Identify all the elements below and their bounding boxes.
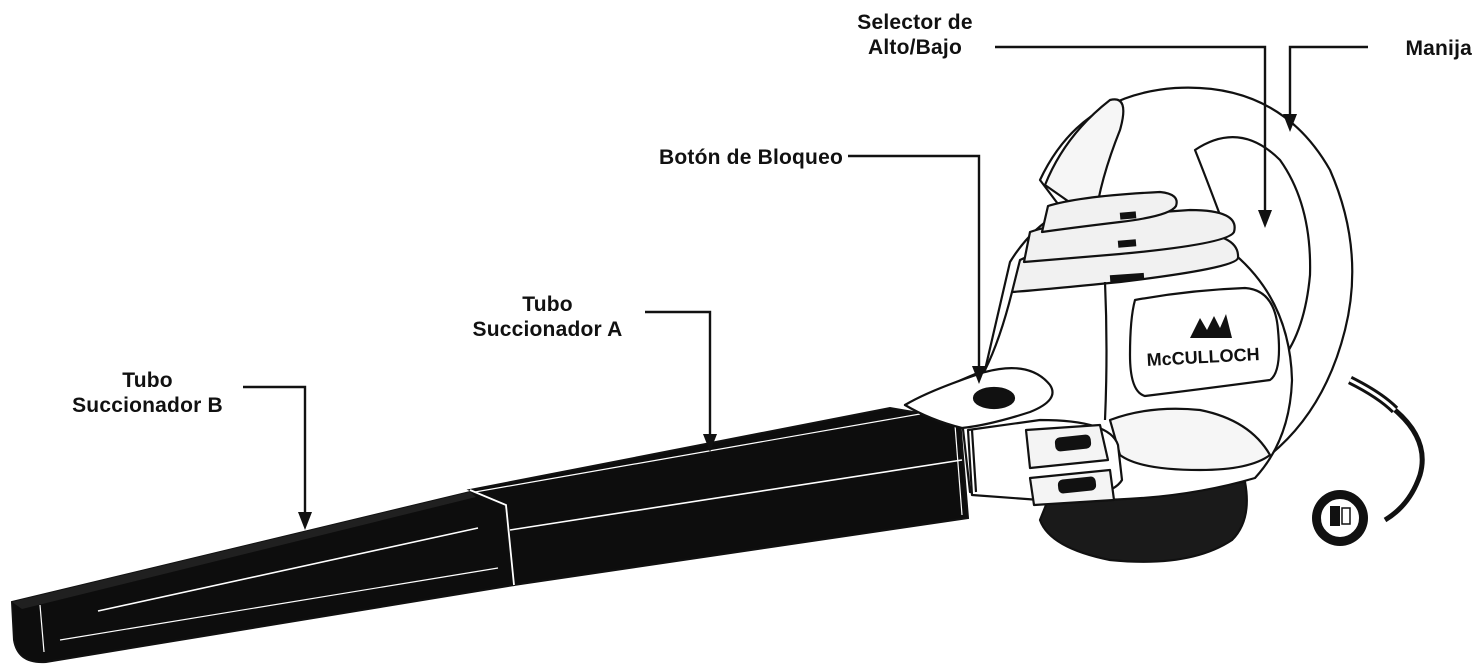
label-selector-alto-bajo: Selector de Alto/Bajo (840, 10, 990, 60)
label-tubo-a-line2: Succionador A (472, 318, 623, 341)
label-boton-bloqueo: Botón de Bloqueo (633, 145, 843, 170)
label-selector-line1: Selector de (857, 11, 973, 34)
label-tubo-a-line1: Tubo (522, 293, 573, 316)
callout-tubo-a (645, 310, 717, 452)
callout-manija (1283, 45, 1368, 132)
label-manija: Manija (1372, 36, 1472, 61)
suction-tube-a (466, 406, 970, 587)
label-selector-line2: Alto/Bajo (868, 36, 962, 59)
blower-body (903, 86, 1354, 563)
power-plug (1312, 490, 1368, 546)
label-boton-bloqueo-text: Botón de Bloqueo (658, 146, 843, 169)
label-tubo-succionador-b: Tubo Succionador B (55, 368, 240, 418)
callout-boton-bloqueo (848, 154, 986, 384)
label-manija-text: Manija (1405, 37, 1472, 60)
label-tubo-b-line1: Tubo (122, 369, 173, 392)
power-cord (1347, 375, 1425, 523)
label-tubo-b-line2: Succionador B (72, 394, 223, 417)
callout-tubo-b (243, 385, 312, 530)
callout-selector (995, 45, 1272, 228)
label-tubo-succionador-a: Tubo Succionador A (455, 292, 640, 342)
suction-tube-b (10, 490, 516, 664)
